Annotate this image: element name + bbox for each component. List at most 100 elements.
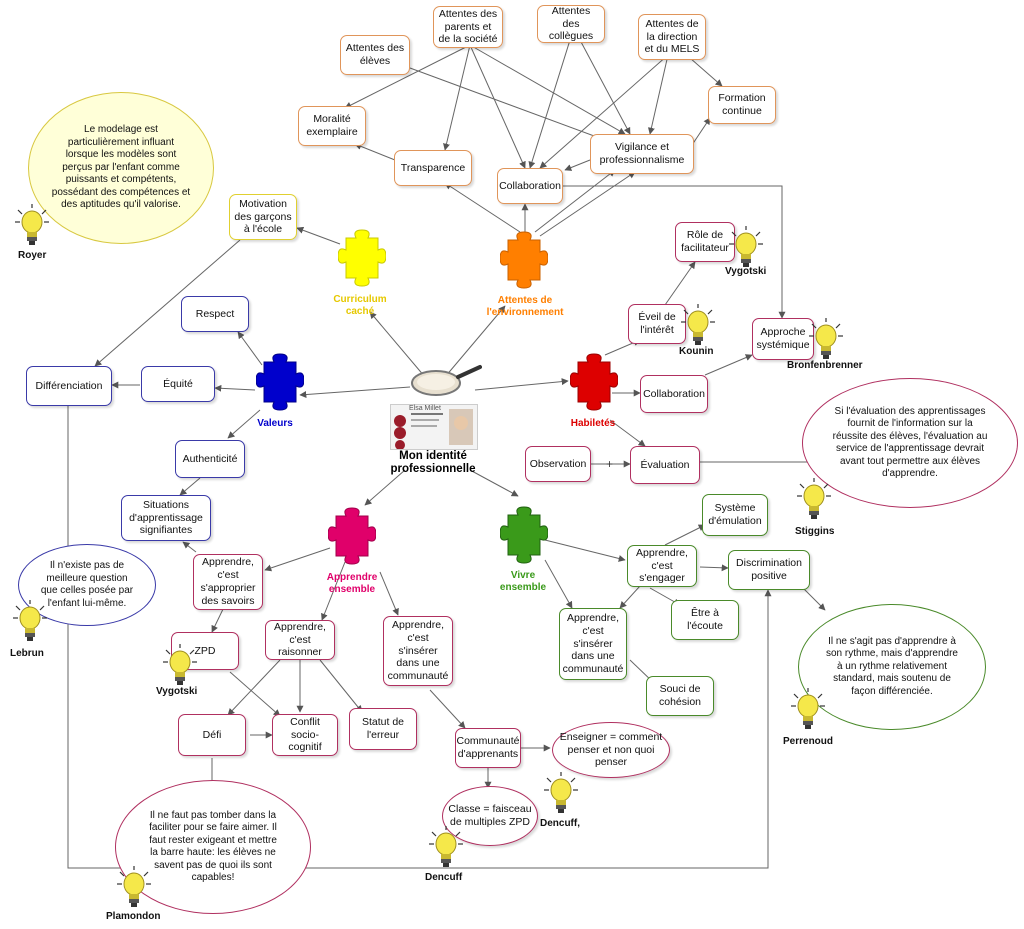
puzzle-label-habiletes: Habiletés (570, 418, 616, 429)
edge (664, 261, 696, 306)
edge (444, 305, 506, 378)
node-enseigner[interactable]: Enseigner = comment penser et non quoi p… (552, 722, 670, 778)
node-attentes-parents[interactable]: Attentes des parents et de la société (433, 6, 503, 48)
svg-text:+: + (606, 457, 613, 471)
person-stiggins: Stiggins (795, 526, 835, 537)
node-apprendre-savoirs[interactable]: Apprendre, c'est s'approprier des savoir… (193, 554, 263, 610)
puzzle-vivre-icon (499, 505, 549, 570)
edge (564, 159, 591, 171)
edge (609, 419, 646, 447)
quote-bubble-lebrun: Il n'existe pas de meilleure question qu… (18, 544, 156, 626)
person-royer: Royer (18, 250, 47, 261)
edge (619, 585, 641, 609)
node-discrimination[interactable]: Discrimination positive (728, 550, 810, 590)
edge (579, 39, 631, 135)
edge (544, 559, 573, 609)
puzzle-label-valeurs: Valeurs (257, 418, 293, 429)
node-collaboration-right[interactable]: Collaboration (640, 375, 708, 413)
profile-photo: Elsa Millet (390, 404, 478, 450)
edge (444, 182, 521, 233)
bulb-icon-perrenoud (790, 688, 826, 739)
frying-pan-icon (410, 363, 482, 404)
quote-bubble-royer: Le modelage est particulièrement influan… (28, 92, 214, 244)
person-vygotski-left: Vygotski (156, 686, 198, 697)
edge (354, 143, 401, 163)
puzzle-habiletes-icon (569, 352, 619, 417)
bulb-icon-vygotski-top (728, 226, 764, 277)
edge (344, 44, 471, 109)
node-collaboration-top[interactable]: Collaboration (497, 168, 563, 204)
puzzle-apprendre-icon (327, 506, 377, 571)
node-equite[interactable]: Équité (141, 366, 215, 402)
node-defi[interactable]: Défi (178, 714, 246, 756)
photo-title: Elsa Millet (409, 405, 441, 412)
quote-bubble-stiggins: Si l'évaluation des apprentissages fourn… (802, 378, 1018, 508)
bulb-icon-plamondon (116, 866, 152, 917)
edge (562, 185, 786, 319)
node-attentes-direction[interactable]: Attentes de la direction et du MELS (638, 14, 706, 60)
bulb-icon-stiggins (796, 478, 832, 529)
puzzle-valeurs-icon (255, 352, 305, 417)
edge (369, 311, 426, 378)
node-etre-ecoute[interactable]: Être à l'écoute (671, 600, 739, 640)
edge (528, 39, 571, 169)
edge (544, 539, 626, 562)
person-kounin: Kounin (679, 346, 714, 357)
node-transparence[interactable]: Transparence (394, 150, 472, 186)
node-vigilance[interactable]: Vigilance et professionnalisme (590, 134, 694, 174)
edge (539, 54, 669, 169)
edge (67, 406, 772, 869)
edge (429, 689, 466, 729)
node-role[interactable]: Rôle de facilitateur (675, 222, 735, 262)
edge (237, 331, 263, 366)
edge (469, 469, 519, 497)
node-classe[interactable]: Classe = faisceau de multiples ZPD (442, 786, 538, 846)
puzzle-label-apprendre: Apprendre ensemble (326, 572, 378, 595)
node-souci[interactable]: Souci de cohésion (646, 676, 714, 716)
bulb-icon-dencuff-b (428, 826, 464, 877)
node-apprendre-raisonner[interactable]: Apprendre, c'est raisonner (265, 620, 335, 660)
node-attentes-eleves[interactable]: Attentes des élèves (340, 35, 410, 75)
edge (319, 659, 363, 713)
bulb-icon-dencuff-a (543, 772, 579, 823)
person-dencuff-b: Dencuff (425, 872, 463, 883)
edge (296, 226, 341, 245)
node-apprendre-inserer-vivre[interactable]: Apprendre, c'est s'insérer dans une comm… (559, 608, 627, 680)
node-situations[interactable]: Situations d'apprentissage signifiantes (121, 495, 211, 541)
node-eveil[interactable]: Éveil de l'intérêt (628, 304, 686, 344)
edge (664, 524, 706, 546)
node-moralite[interactable]: Moralité exemplaire (298, 106, 366, 146)
node-respect[interactable]: Respect (181, 296, 249, 332)
edge (321, 561, 346, 621)
node-motivation[interactable]: Motivation des garçons à l'école (229, 194, 297, 240)
center-title: Mon identité professionnelle (390, 450, 476, 476)
person-bronfenbrenner: Bronfenbrenner (787, 360, 863, 371)
node-authenticite[interactable]: Authenticité (175, 440, 245, 478)
puzzle-label-curriculum: Curriculum caché (333, 294, 387, 317)
edge (647, 54, 669, 135)
edge (299, 386, 411, 399)
node-attentes-collegues[interactable]: Attentes des collègues (537, 5, 605, 43)
node-communaute[interactable]: Communauté d'apprenants (455, 728, 521, 768)
node-apprendre-inserer[interactable]: Apprendre, c'est s'insérer dans une comm… (383, 616, 453, 686)
node-evaluation[interactable]: Évaluation (630, 446, 700, 484)
node-conflit[interactable]: Conflit socio-cognitif (272, 714, 338, 756)
node-statut[interactable]: Statut de l'erreur (349, 708, 417, 750)
bulb-icon-vygotski-left (162, 644, 198, 695)
edge (264, 547, 331, 572)
puzzle-attentes-icon (499, 230, 549, 295)
node-systeme[interactable]: Système d'émulation (702, 494, 768, 536)
edge (379, 571, 399, 616)
person-perrenoud: Perrenoud (783, 736, 834, 747)
node-approche[interactable]: Approche systémique (752, 318, 814, 360)
edge (699, 564, 729, 572)
node-apprendre-engager[interactable]: Apprendre, c'est s'engager (627, 545, 697, 587)
bulb-icon-lebrun (12, 600, 48, 651)
node-observation[interactable]: Observation (525, 446, 591, 482)
node-differenciation[interactable]: Différenciation (26, 366, 112, 406)
edge (229, 671, 281, 717)
bulb-icon-royer (14, 204, 50, 255)
edge (409, 67, 606, 142)
node-formation[interactable]: Formation continue (708, 86, 776, 124)
